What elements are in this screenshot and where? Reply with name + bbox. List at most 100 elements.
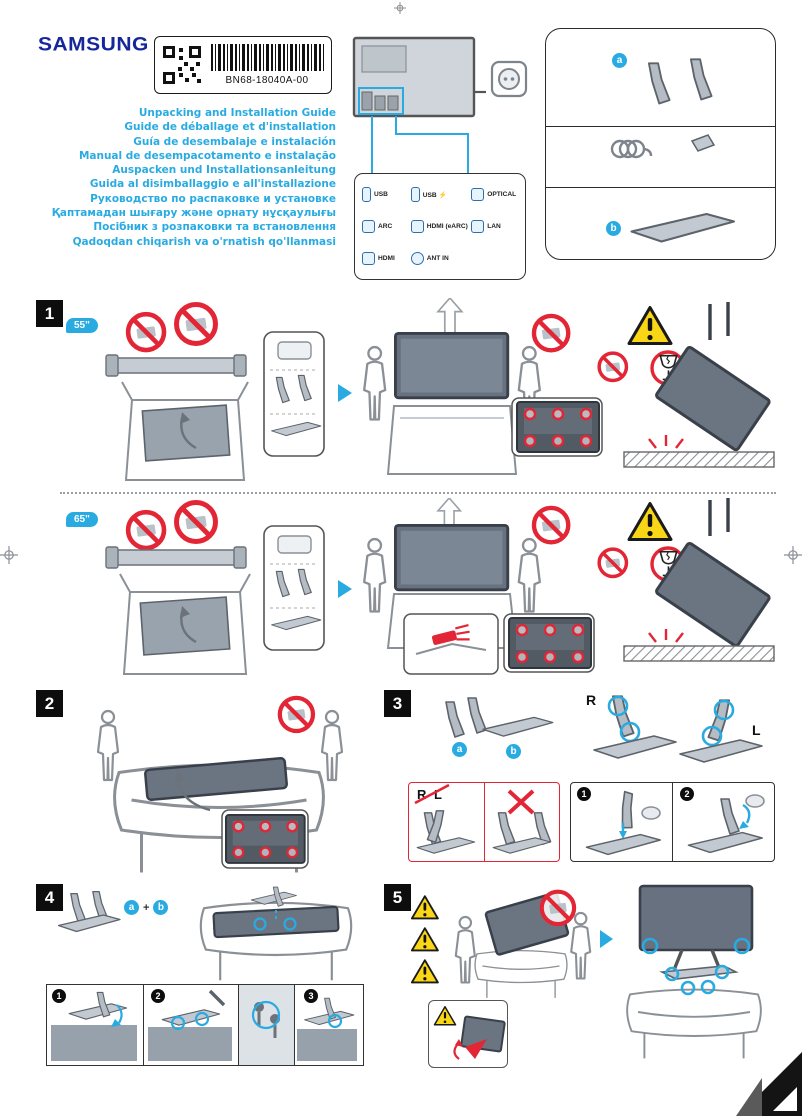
- stand-base-icon: [482, 716, 554, 737]
- part-b-label: b: [153, 900, 169, 915]
- step-1-badge: 1: [577, 787, 591, 801]
- section-3-number: 3: [384, 690, 411, 717]
- no-lay-flat-icon: [538, 888, 578, 928]
- accessory-b-label: b: [606, 221, 621, 236]
- remove-protector-graphic: [433, 1006, 506, 1060]
- hdmi-arc-port-icon: [362, 219, 375, 233]
- lan-port-icon: [471, 219, 485, 233]
- title-fr: Guide de déballage et d'installation: [124, 121, 336, 134]
- accessories-divider-1: [546, 126, 775, 127]
- port-lan: LAN: [471, 212, 518, 242]
- table-icon: [474, 949, 568, 999]
- strip-step-2-badge: 2: [151, 989, 165, 1003]
- part-a-label: a: [452, 742, 467, 757]
- step-2-cell: [672, 783, 774, 861]
- section-separator: [60, 492, 776, 494]
- protective-film-icon: [465, 1039, 487, 1059]
- port-optical: OPTICAL: [471, 180, 518, 210]
- part-a-label: a: [124, 900, 139, 915]
- step-2-graphic: [687, 794, 765, 854]
- strip-step-1-badge: 1: [52, 989, 66, 1003]
- remove-protector-inset: [428, 1000, 508, 1068]
- step-1-graphic: [585, 790, 661, 856]
- no-press-screen-icon: [534, 316, 568, 350]
- warning-triangle-icon: [627, 306, 673, 345]
- no-lift-by-screen-icon: [128, 512, 164, 548]
- title-pt: Manual de desempacotamento e instalação: [78, 149, 336, 162]
- registration-mark-top: [394, 2, 406, 14]
- impact-marks: [648, 629, 684, 643]
- tv-back-grip-icon: [507, 616, 593, 670]
- foot-crush-warning-icon: [410, 959, 439, 984]
- right-leg-label: R: [586, 692, 597, 708]
- strip-step-2-graphic: [148, 989, 232, 1061]
- stand-leg-icon: [689, 58, 713, 101]
- leg-orientation-illustration: [593, 695, 763, 763]
- tv-panel-icon: [394, 332, 510, 400]
- title-en: Unpacking and Installation Guide: [138, 107, 336, 119]
- title-uz: Qadoqdan chiqarish va o'rnatish qo'llanm…: [72, 235, 336, 248]
- size-badge-65: 65": [66, 512, 98, 527]
- leg-attach-steps-box: [570, 782, 775, 862]
- floor-hatch: [623, 451, 775, 468]
- samsung-logo: SAMSUNG: [38, 33, 149, 56]
- next-step-arrow-icon: [338, 580, 352, 598]
- step-1-cell: [571, 783, 672, 861]
- size-badge-55: 55": [66, 318, 98, 333]
- check-points-circles: [641, 937, 751, 996]
- strip-step-1-cell: [47, 985, 144, 1065]
- section-5-number: 5: [384, 884, 411, 911]
- wrong-assembly-warning-box: R L: [408, 782, 560, 862]
- port-spacer: [471, 243, 518, 273]
- stand-leg-icon: [647, 62, 671, 105]
- barcode: [211, 44, 325, 71]
- impact-marks: [648, 435, 684, 449]
- warning-triangle-icon: [627, 502, 673, 541]
- unboxing-illustration-55: [105, 298, 775, 481]
- person-left-icon: [454, 915, 476, 984]
- accessory-a-label: a: [612, 53, 627, 68]
- strip-step-3-badge: 3: [304, 989, 318, 1003]
- step-2-badge: 2: [680, 787, 694, 801]
- left-leg-icon: [707, 699, 731, 742]
- no-press-screen-icon: [534, 508, 568, 542]
- table-icon: [626, 988, 762, 1060]
- no-drop-icon: [597, 547, 629, 579]
- optical-port-icon: [471, 188, 485, 202]
- power-cord-icon: [610, 139, 653, 159]
- accessories-divider-2: [546, 187, 775, 188]
- person-left-icon: [363, 345, 387, 421]
- tv-panel-icon: [394, 524, 510, 592]
- port-arc: ARC: [362, 212, 409, 242]
- section-2-number: 2: [36, 690, 63, 717]
- stand-parts-illustration: [445, 697, 554, 738]
- red-x-icon: [507, 789, 534, 815]
- cable-clip-icon: [690, 134, 716, 152]
- page-fold-shadow: [736, 1078, 762, 1116]
- no-screen-pressure-icon: [280, 698, 313, 731]
- title-ru: Руководство по распаковке и установке: [90, 192, 336, 205]
- port-hdmi-earc: HDMI (eARC): [410, 212, 469, 242]
- registration-mark-left: [0, 546, 18, 564]
- antenna-port-icon: [410, 251, 424, 265]
- plus-sign: +: [143, 901, 150, 914]
- tv-icon: [638, 884, 754, 952]
- person-left-icon: [96, 709, 120, 782]
- unboxing-illustration-65: [105, 498, 775, 675]
- warning-triangle-icon: [433, 1006, 457, 1026]
- person-right-icon: [517, 537, 541, 613]
- next-step-arrow-icon: [338, 384, 352, 402]
- strip-detail-cell: [239, 985, 295, 1065]
- left-leg-label: L: [752, 722, 761, 738]
- strip-step-1-graphic: [51, 991, 137, 1061]
- title-uk: Посібник з розпаковки та встановлення: [93, 221, 336, 234]
- heavy-object-warning-icon: [410, 895, 439, 920]
- multilingual-titles: Unpacking and Installation Guide Guide d…: [30, 106, 336, 249]
- wrong-orientation-cell: R L: [409, 783, 484, 861]
- falling-tv-icon: [655, 541, 771, 648]
- usb-port-icon: [362, 187, 371, 203]
- attach-stand-illustration: [199, 886, 353, 982]
- port-usb: USB: [362, 180, 409, 210]
- falling-tv-icon: [655, 345, 771, 452]
